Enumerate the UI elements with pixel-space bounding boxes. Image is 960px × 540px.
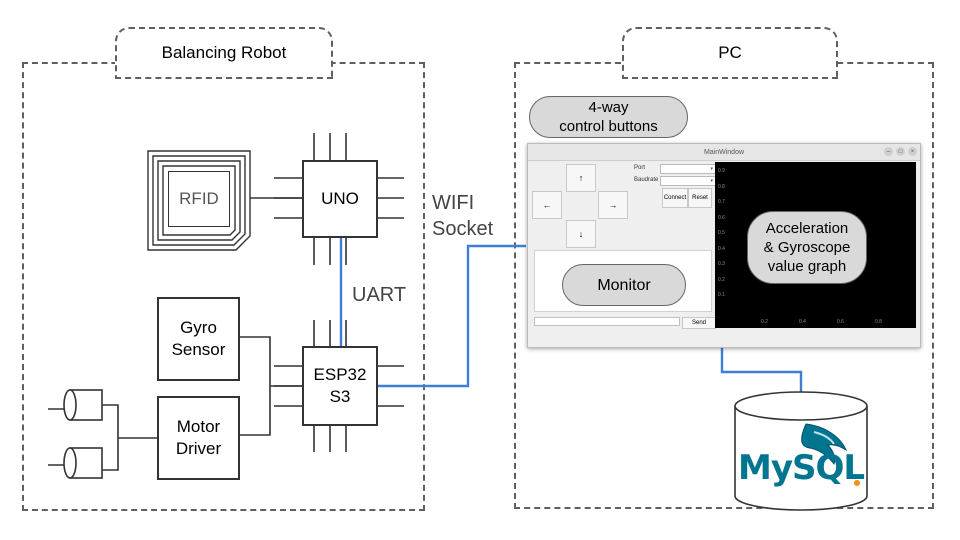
x-tick-label: 0.4 bbox=[799, 319, 806, 325]
wifi-link bbox=[378, 244, 526, 388]
y-tick-label: 0.6 bbox=[718, 214, 725, 221]
gyro-sensor-label: Gyro Sensor bbox=[171, 318, 226, 359]
sensor-bus-wire bbox=[240, 336, 271, 436]
rfid-tag-icon bbox=[147, 150, 251, 251]
esp32-block: ESP32 S3 bbox=[302, 346, 378, 426]
motor-driver-label: Motor Driver bbox=[175, 417, 222, 458]
baudrate-select[interactable]: ▾ bbox=[660, 176, 716, 186]
y-tick-label: 0.7 bbox=[718, 199, 725, 205]
uno-label: UNO bbox=[321, 189, 359, 208]
x-tick-label: 0.6 bbox=[837, 319, 844, 325]
x-tick-label: 0.2 bbox=[761, 319, 768, 325]
dolphin-icon bbox=[801, 423, 848, 466]
port-label: Port bbox=[634, 165, 646, 171]
rfid-block: RFID bbox=[168, 171, 230, 227]
main-window-title: MainWindow bbox=[703, 148, 745, 156]
up-button[interactable]: ↑ bbox=[566, 164, 596, 192]
maximize-icon[interactable]: □ bbox=[896, 147, 905, 156]
database-icon bbox=[734, 391, 868, 511]
esp32-label: ESP32 S3 bbox=[313, 365, 367, 406]
monitor-callout: Monitor bbox=[562, 264, 686, 306]
send-button[interactable]: Send bbox=[682, 317, 716, 329]
down-button[interactable]: ↓ bbox=[566, 220, 596, 248]
left-button[interactable]: ← bbox=[532, 191, 562, 219]
reset-button[interactable]: Reset bbox=[688, 188, 712, 208]
close-icon[interactable]: × bbox=[908, 147, 917, 156]
send-input[interactable] bbox=[534, 317, 680, 326]
x-tick-label: 0.8 bbox=[875, 319, 882, 325]
y-tick-label: 0.1 bbox=[718, 292, 725, 298]
motor-1-cap bbox=[63, 389, 77, 421]
baudrate-label: Baudrate bbox=[634, 177, 659, 183]
motor-driver-block: Motor Driver bbox=[157, 396, 240, 480]
connect-button[interactable]: Connect bbox=[662, 188, 688, 208]
mysql-trademark-dot bbox=[854, 480, 860, 486]
y-tick-label: 0.5 bbox=[718, 230, 725, 236]
minimize-icon[interactable]: – bbox=[884, 147, 893, 156]
y-tick-label: 0.3 bbox=[718, 261, 725, 267]
gyro-sensor-block: Gyro Sensor bbox=[157, 297, 240, 381]
mysql-logo-text: MySQL bbox=[738, 448, 865, 488]
rfid-label: RFID bbox=[179, 189, 219, 208]
monitor-callout-text: Monitor bbox=[597, 276, 651, 294]
control-buttons-callout-text: 4-way control buttons bbox=[559, 99, 658, 135]
uno-block: UNO bbox=[302, 160, 378, 238]
right-button[interactable]: → bbox=[598, 191, 628, 219]
pc-group-label: PC bbox=[622, 27, 838, 79]
y-tick-label: 0.4 bbox=[718, 245, 725, 252]
graph-callout: Acceleration & Gyroscope value graph bbox=[747, 211, 867, 284]
y-tick-label: 0.2 bbox=[718, 276, 725, 283]
motor-wire bbox=[101, 404, 119, 471]
motor-2-cap bbox=[63, 447, 77, 479]
y-tick-label: 0.8 bbox=[718, 183, 725, 190]
port-select[interactable]: ▾ bbox=[660, 164, 716, 174]
main-window-titlebar: MainWindow bbox=[528, 144, 920, 161]
uart-label: UART bbox=[352, 284, 407, 306]
db-link bbox=[720, 348, 803, 394]
graph-callout-text: Acceleration & Gyroscope value graph bbox=[763, 220, 851, 275]
robot-group-label: Balancing Robot bbox=[115, 27, 333, 79]
wifi-socket-label: WIFI Socket bbox=[432, 192, 494, 240]
control-buttons-callout: 4-way control buttons bbox=[529, 96, 688, 138]
y-tick-label: 0.9 bbox=[718, 168, 725, 174]
mysql-logo: MySQL bbox=[736, 418, 866, 494]
